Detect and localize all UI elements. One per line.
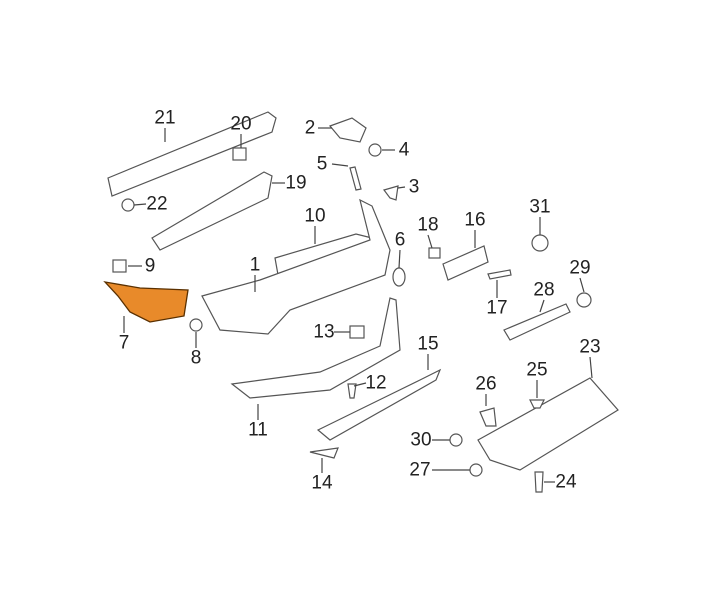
leader-arrows	[123, 127, 593, 483]
part-12-fastener	[347, 383, 357, 399]
part-17-pin	[487, 269, 512, 280]
part-21-reinforcement	[107, 111, 277, 197]
callout-29: 29	[569, 257, 591, 279]
part-5-pin	[349, 166, 362, 191]
callout-15: 15	[417, 333, 439, 355]
part-16-plate-bracket	[442, 245, 489, 281]
part-27-nut	[469, 463, 483, 477]
part-4-nut	[368, 143, 382, 157]
callout-18: 18	[417, 214, 439, 236]
part-6-cap	[392, 267, 406, 287]
part-14-trim	[309, 447, 339, 459]
callout-7[interactable]: 7	[118, 332, 130, 354]
callout-22: 22	[146, 193, 168, 215]
callout-5: 5	[316, 153, 328, 175]
part-11-valance	[230, 297, 401, 399]
part-29-sensor	[576, 292, 592, 308]
callout-11: 11	[248, 419, 268, 441]
callout-27: 27	[409, 459, 431, 481]
callout-1: 1	[249, 254, 261, 276]
part-25-clip	[529, 399, 545, 409]
callout-24: 24	[555, 471, 577, 493]
part-22-bolt	[121, 198, 135, 212]
part-9-clip	[112, 259, 127, 273]
part-31-ring	[531, 234, 549, 252]
part-24-bolt	[534, 471, 544, 493]
callout-4: 4	[398, 139, 410, 161]
callout-12: 12	[365, 372, 387, 394]
callout-8: 8	[190, 347, 202, 369]
callout-20: 20	[230, 113, 252, 135]
part-1-bumper-cover	[201, 198, 391, 335]
part-19-absorber	[151, 171, 273, 251]
callout-25: 25	[526, 359, 548, 381]
callout-17: 17	[486, 297, 508, 319]
callout-28: 28	[533, 279, 555, 301]
callout-21: 21	[154, 107, 176, 129]
callout-6: 6	[394, 229, 406, 251]
part-2-bracket	[328, 117, 367, 143]
callout-16: 16	[464, 209, 486, 231]
callout-3: 3	[408, 176, 420, 198]
part-20-clip	[232, 147, 247, 161]
callout-23: 23	[579, 336, 601, 358]
callout-19: 19	[285, 172, 307, 194]
part-3-clip	[382, 185, 399, 201]
callout-30: 30	[410, 429, 432, 451]
part-8-bolt	[189, 318, 203, 332]
part-18-clip	[428, 247, 441, 259]
part-28-harness	[503, 303, 571, 341]
callout-10: 10	[304, 205, 326, 227]
callout-9: 9	[144, 255, 156, 277]
callout-13: 13	[313, 321, 335, 343]
callout-26: 26	[475, 373, 497, 395]
part-26-bracket	[479, 407, 497, 427]
part-7-bracket[interactable]	[103, 281, 189, 323]
callout-31: 31	[529, 196, 551, 218]
part-30-nut	[449, 433, 463, 447]
part-23-skid-plate	[477, 377, 619, 471]
part-15-lip	[316, 368, 442, 441]
callout-14: 14	[311, 472, 333, 494]
callout-2: 2	[304, 117, 316, 139]
part-13-clip	[349, 325, 365, 339]
